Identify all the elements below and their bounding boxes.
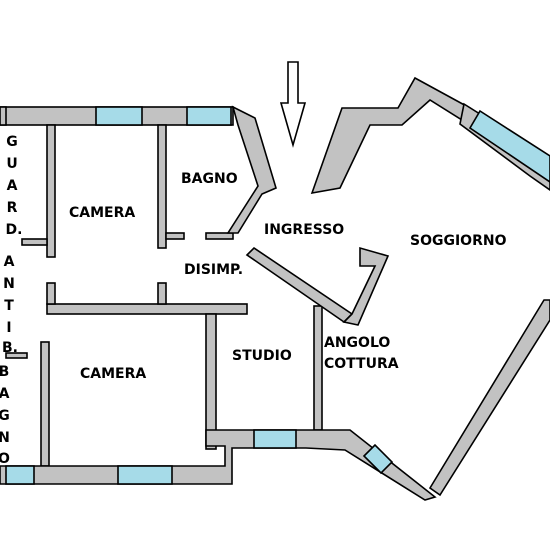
vertical-label-bagno-small: B A G N O xyxy=(0,364,10,467)
bagno-door-stub-1 xyxy=(165,232,185,240)
window-bottom-diag xyxy=(362,443,394,475)
room-label-bagno: BAGNO xyxy=(181,171,238,187)
guard-letter: R xyxy=(7,200,18,216)
left-wall-stub xyxy=(0,106,7,126)
guard-letter: D. xyxy=(6,222,23,238)
middle-stub-mid xyxy=(157,282,167,305)
room-label-angolo: ANGOLO xyxy=(324,335,390,351)
guard-letter: U xyxy=(6,156,17,172)
antib-letter: B. xyxy=(2,340,18,356)
guard-letter: A xyxy=(7,178,18,194)
bagno-letter: N xyxy=(0,430,10,446)
window-bottom-3 xyxy=(253,429,297,449)
down-arrow-icon xyxy=(279,61,307,148)
camera-left-wall xyxy=(46,124,56,258)
room-label-disimp: DISIMP. xyxy=(184,262,243,278)
window-right-top xyxy=(468,109,550,183)
room-label-studio: STUDIO xyxy=(232,348,292,364)
vertical-label-guard: G U A R D. xyxy=(6,134,23,238)
antib-stub xyxy=(5,352,28,359)
window-top-1 xyxy=(95,106,143,126)
room-labels: CAMERA BAGNO INGRESSO SOGGIORNO DISIMP. … xyxy=(69,171,507,382)
bagno-letter: B xyxy=(0,364,9,380)
room-label-camera-top: CAMERA xyxy=(69,205,135,221)
bagno-angled-wall xyxy=(226,105,277,234)
vertical-label-antib: A N T I B. xyxy=(2,254,18,356)
room-label-soggiorno: SOGGIORNO xyxy=(410,233,507,249)
windows xyxy=(5,106,550,485)
antib-letter: I xyxy=(6,320,11,336)
middle-wall xyxy=(46,303,248,315)
antib-letter: A xyxy=(4,254,15,270)
studio-left-wall xyxy=(205,313,217,450)
angolo-hook-wall xyxy=(342,246,390,326)
middle-stub-left xyxy=(46,282,56,305)
bagno-letter: O xyxy=(0,451,10,467)
bagno-door-stub-2 xyxy=(205,232,234,240)
antib-letter: T xyxy=(4,298,14,314)
studio-angolo-wall xyxy=(313,305,323,431)
antib-letter: N xyxy=(3,276,15,292)
vertical-labels: G U A R D. A N T I B. B A G N O xyxy=(0,134,22,467)
window-top-2 xyxy=(186,106,232,126)
bottom-wall xyxy=(0,429,437,501)
walls xyxy=(0,76,550,501)
guard-stub xyxy=(21,238,48,246)
camera-bagno-wall xyxy=(157,124,167,249)
window-bottom-2 xyxy=(117,465,173,485)
room-label-ingresso: INGRESSO xyxy=(264,222,344,238)
bagno-letter: A xyxy=(0,386,10,402)
guard-letter: G xyxy=(6,134,18,150)
right-diagonal-wall xyxy=(428,299,550,497)
soggiorno-bay-wall xyxy=(310,76,471,195)
camera-bottom-left-wall xyxy=(40,341,50,467)
window-bottom-1 xyxy=(5,465,35,485)
room-label-cottura: COTTURA xyxy=(324,356,399,372)
disimp-diagonal-wall xyxy=(245,246,354,324)
room-label-camera-bottom: CAMERA xyxy=(80,366,146,382)
bagno-letter: G xyxy=(0,408,10,424)
